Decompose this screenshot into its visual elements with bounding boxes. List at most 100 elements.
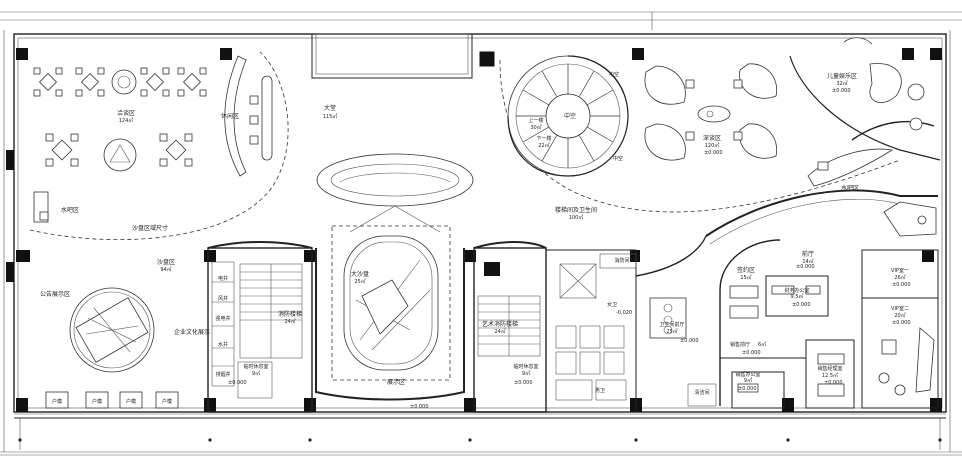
right-core <box>473 235 717 413</box>
lobby-label: 大堂 <box>324 104 336 112</box>
sales-office-area: 9㎡ <box>744 377 752 384</box>
leisure-label: 休闲区 <box>221 112 239 120</box>
house-type-4: 户模 <box>162 398 172 405</box>
kids-area: 32㎡ <box>836 80 847 87</box>
sales-front-label: 销售前厅 <box>730 341 750 348</box>
wc-stalls <box>555 325 627 401</box>
water-bar-left <box>6 150 49 282</box>
sand-table-zone-area: 94㎡ <box>160 266 171 273</box>
water-bar-right <box>807 148 894 187</box>
void-label: 中空 <box>564 112 576 120</box>
void-label-3: 中空 <box>613 155 623 162</box>
spiral-staircase <box>507 55 629 177</box>
culture-label: 企业文化展示 <box>174 328 210 336</box>
elevation-marks: ±0.000 ±0.000 ±0.000 -0.020 ±0.000 ±0.00… <box>228 88 911 410</box>
sand-table-zone-label: 沙盘区 <box>157 258 175 266</box>
sand-table-model <box>69 287 155 373</box>
fire-stair-label: 消防楼梯 <box>278 310 302 318</box>
display-area-label: 展示区 <box>387 379 405 386</box>
rest-room-left-area: 9㎡ <box>252 370 260 377</box>
male-wc-label: 男卫 <box>595 388 605 394</box>
lobby-area: 115㎡ <box>323 113 338 120</box>
big-sand-table <box>315 225 465 401</box>
house-type-row <box>45 391 179 409</box>
elevation-mark: ±0.000 <box>892 320 911 326</box>
stair-corridor-area: 100㎡ <box>569 214 584 221</box>
sales-office-label: 销售办公室 <box>735 371 760 378</box>
rest-room-left-label: 临时休息室 <box>243 363 268 370</box>
negotiation-furniture <box>33 67 207 172</box>
vip1-label: VIP室一 <box>891 267 909 274</box>
down-floor-area: 22㎡ <box>538 142 549 149</box>
negotiation-zone-outline <box>29 51 289 241</box>
kids-label: 儿童娱乐区 <box>827 72 857 80</box>
reception-desk <box>316 153 474 233</box>
deep-talk-label: 深谈区 <box>703 134 721 142</box>
elevation-mark: ±0.000 <box>228 380 247 386</box>
stair-corridor-label: 楼梯间及卫生间 <box>555 206 597 214</box>
water-well-label: 水井 <box>218 341 228 348</box>
cleaning-label: 清洁间 <box>694 389 709 396</box>
sand-table-size-label: 沙盘区域尺寸 <box>132 224 168 232</box>
rest-room-right-label: 临时休息室 <box>513 363 538 370</box>
elevation-mark: ±0.000 <box>824 380 843 386</box>
finance-office-label: 财务办公室 <box>784 287 809 294</box>
public-display-label: 公告展示区 <box>40 290 70 298</box>
air-duct-label: 风井 <box>218 295 228 302</box>
elevation-mark: ±0.000 <box>514 380 533 386</box>
front-desk-label: 前厅 <box>802 250 814 258</box>
up-floor-area: 30㎡ <box>530 124 541 131</box>
negotiation-label: 洽谈区 <box>117 109 135 117</box>
deep-talk-area: 120㎡ <box>705 142 720 149</box>
elevation-mark: ±0.000 <box>792 302 811 308</box>
bottom-grid-dots <box>18 438 942 442</box>
sales-front-area: 6㎡ <box>758 341 766 348</box>
bar-label: 水吧区 <box>61 206 79 214</box>
art-fire-stair-area: 24㎡ <box>494 328 505 335</box>
fire-room-label: 消防间 <box>614 257 629 264</box>
art-fire-stair-label: 艺术消防楼梯 <box>482 320 518 328</box>
house-type-labels: 户模 户模 户模 户模 <box>52 398 172 405</box>
house-type-3: 户模 <box>126 398 136 405</box>
strong-electric-label: 强电井 <box>215 315 230 322</box>
sales-manager-label: 销售经理室 <box>817 365 842 372</box>
finance-office-area: 9.5㎡ <box>791 293 804 300</box>
smoke-well-label: 排烟井 <box>215 371 230 378</box>
water-bar-right-label: 水吧区 <box>841 184 859 192</box>
fire-stair-area: 24㎡ <box>284 318 295 325</box>
front-desk-area: 14㎡ <box>802 258 813 265</box>
spiral-treads <box>516 64 620 168</box>
office-rooms <box>720 275 855 409</box>
elevation-mark: ±0.000 <box>832 88 851 94</box>
house-type-1: 户模 <box>52 398 62 405</box>
negotiation-area: 124㎡ <box>119 117 134 124</box>
restroom-hall-label: 卫生间前厅 <box>659 321 684 328</box>
sign-area-size: 15㎡ <box>740 274 751 281</box>
elevation-mark: ±0.000 <box>738 386 757 392</box>
up-floor-label: 上一楼 <box>528 117 543 124</box>
columns <box>16 48 942 412</box>
elevation-mark: ±0.000 <box>410 404 429 410</box>
female-wc-label: 女卫 <box>607 301 617 308</box>
house-type-2: 户模 <box>92 398 102 405</box>
deep-talk-furniture <box>644 63 778 161</box>
elevation-mark: ±0.000 <box>796 264 815 270</box>
deep-talk-zone-outline <box>499 59 901 213</box>
elevation-mark: -0.020 <box>616 310 632 316</box>
vip2-area: 20㎡ <box>894 312 905 319</box>
sales-manager-area: 12.5㎡ <box>822 372 838 379</box>
down-floor-label: 下一楼 <box>536 135 551 142</box>
big-sand-table-area: 25㎡ <box>354 278 365 285</box>
vip1-area: 26㎡ <box>894 274 905 281</box>
elevation-mark: ±0.000 <box>892 282 911 288</box>
big-sand-table-label: 大沙盘 <box>351 270 369 278</box>
right-curved-wall <box>705 189 938 406</box>
leisure-lounge <box>224 55 273 177</box>
outer-frame <box>0 11 962 456</box>
restroom-hall-area: 25㎡ <box>666 328 677 335</box>
left-core <box>207 241 313 413</box>
kids-area <box>789 37 941 161</box>
elevation-mark: ±0.000 <box>680 338 699 344</box>
vip-rooms <box>861 201 939 409</box>
